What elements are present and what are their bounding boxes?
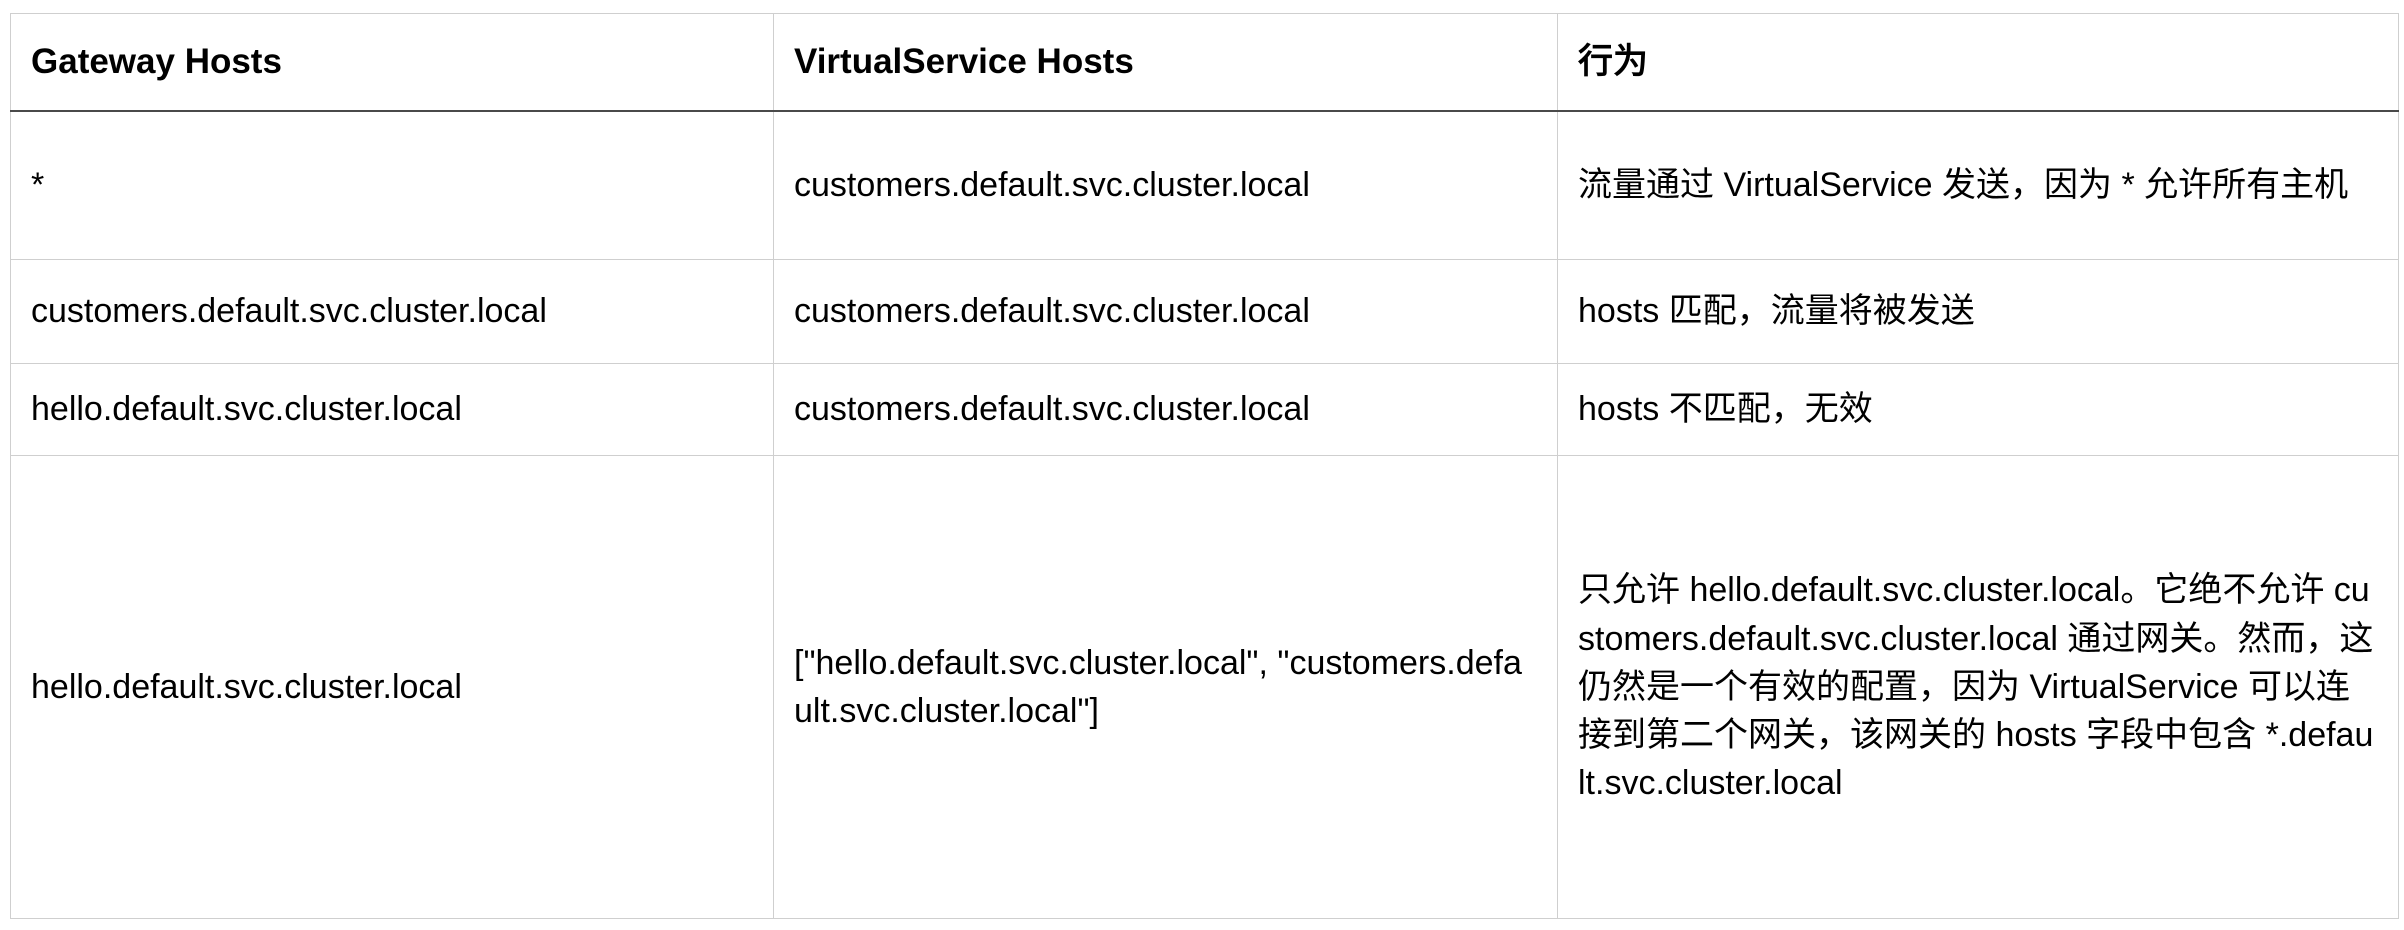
table-body: * customers.default.svc.cluster.local 流量… [10, 110, 2399, 919]
column-header-gateway-hosts: Gateway Hosts [10, 13, 774, 112]
cell-gateway-hosts-value: customers.default.svc.cluster.local [31, 292, 547, 331]
cell-virtualservice-hosts-value: customers.default.svc.cluster.local [794, 292, 1310, 331]
cell-virtualservice-hosts: customers.default.svc.cluster.local [773, 110, 1558, 260]
cell-gateway-hosts-value: * [31, 166, 45, 205]
column-header-virtualservice-hosts-label: VirtualService Hosts [794, 41, 1134, 81]
table-row: * customers.default.svc.cluster.local 流量… [10, 110, 2399, 260]
cell-behavior: hosts 不匹配，无效 [1557, 363, 2399, 456]
column-header-behavior: 行为 [1557, 13, 2399, 112]
table-row: customers.default.svc.cluster.local cust… [10, 259, 2399, 364]
cell-behavior-value: 流量通过 VirtualService 发送，因为 * 允许所有主机 [1578, 166, 2349, 205]
cell-behavior-value: hosts 不匹配，无效 [1578, 390, 1873, 429]
cell-gateway-hosts: customers.default.svc.cluster.local [10, 259, 774, 364]
column-header-behavior-label: 行为 [1578, 41, 1649, 81]
cell-virtualservice-hosts-value: customers.default.svc.cluster.local [794, 166, 1310, 205]
column-header-virtualservice-hosts: VirtualService Hosts [773, 13, 1558, 112]
column-header-gateway-hosts-label: Gateway Hosts [31, 41, 282, 81]
table-row: hello.default.svc.cluster.local ["hello.… [10, 455, 2399, 919]
cell-gateway-hosts-value: hello.default.svc.cluster.local [31, 390, 462, 429]
cell-behavior: 只允许 hello.default.svc.cluster.local。它绝不允… [1557, 455, 2399, 919]
cell-virtualservice-hosts-value: ["hello.default.svc.cluster.local", "cus… [794, 643, 1522, 730]
behavior-table-container: Gateway Hosts VirtualService Hosts 行为 * [10, 13, 2399, 919]
table-header-row: Gateway Hosts VirtualService Hosts 行为 [10, 13, 2399, 112]
cell-virtualservice-hosts-value: customers.default.svc.cluster.local [794, 390, 1310, 429]
table-header: Gateway Hosts VirtualService Hosts 行为 [10, 13, 2399, 112]
cell-virtualservice-hosts: customers.default.svc.cluster.local [773, 363, 1558, 456]
cell-behavior: hosts 匹配，流量将被发送 [1557, 259, 2399, 364]
gateway-virtualservice-behavior-table: Gateway Hosts VirtualService Hosts 行为 * [10, 13, 2399, 919]
cell-behavior-value: 只允许 hello.default.svc.cluster.local。它绝不允… [1578, 571, 2374, 803]
cell-gateway-hosts: hello.default.svc.cluster.local [10, 455, 774, 919]
cell-gateway-hosts: hello.default.svc.cluster.local [10, 363, 774, 456]
cell-behavior-value: hosts 匹配，流量将被发送 [1578, 292, 1975, 331]
cell-gateway-hosts: * [10, 110, 774, 260]
table-row: hello.default.svc.cluster.local customer… [10, 363, 2399, 456]
cell-virtualservice-hosts: customers.default.svc.cluster.local [773, 259, 1558, 364]
cell-behavior: 流量通过 VirtualService 发送，因为 * 允许所有主机 [1557, 110, 2399, 260]
cell-gateway-hosts-value: hello.default.svc.cluster.local [31, 667, 462, 706]
cell-virtualservice-hosts: ["hello.default.svc.cluster.local", "cus… [773, 455, 1558, 919]
